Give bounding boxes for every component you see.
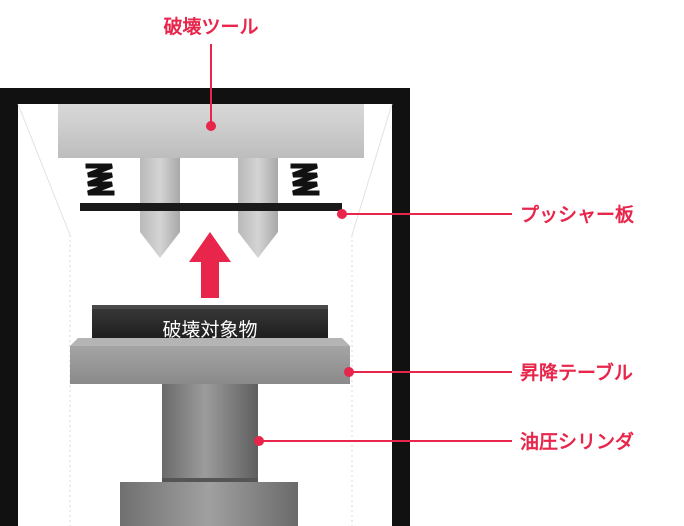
callout-cylinder: 油圧シリンダ: [254, 430, 634, 453]
callout-table: 昇降テーブル: [344, 361, 633, 384]
label-table: 昇降テーブル: [520, 361, 633, 384]
pusher-plate: [80, 203, 342, 211]
label-cylinder: 油圧シリンダ: [520, 430, 634, 453]
lifting-table: [70, 338, 350, 384]
label-pusher: プッシャー板: [520, 203, 635, 226]
object-label: 破壊対象物: [162, 319, 257, 341]
up-arrow-icon: [189, 232, 231, 298]
spring-icon: [85, 163, 320, 196]
callout-pusher: プッシャー板: [337, 203, 635, 226]
label-tool: 破壊ツール: [163, 16, 258, 38]
callout-tool: 破壊ツール: [163, 16, 259, 131]
hydraulic-cylinder: [120, 384, 298, 526]
